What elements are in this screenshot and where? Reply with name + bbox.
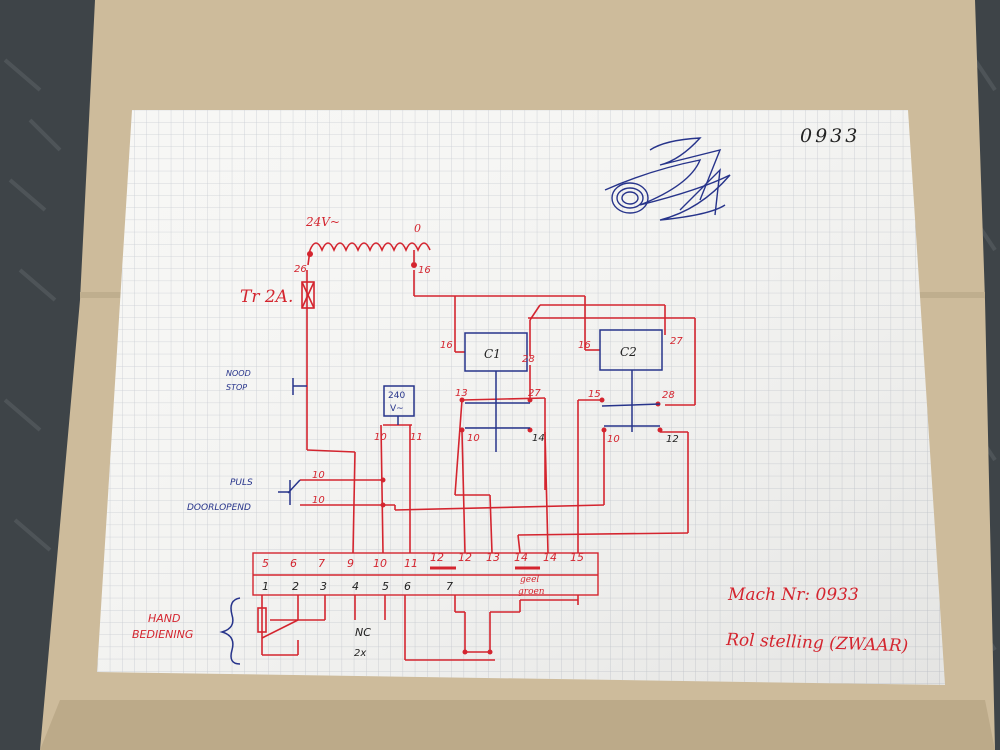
nc-count: 2x bbox=[354, 648, 366, 659]
c2-pin-d: 12 bbox=[666, 434, 679, 445]
wire-color-green: groen bbox=[518, 587, 545, 597]
ac-box bbox=[383, 385, 415, 417]
transformer-voltage: 24V~ bbox=[305, 215, 340, 229]
c1-pin-c: 10 bbox=[467, 433, 480, 444]
terminal-bottom-label: 3 bbox=[320, 580, 327, 593]
terminal-bottom-label: 7 bbox=[446, 580, 453, 593]
terminal-bottom-row: 1 2 3 4 5 6 7 bbox=[262, 580, 453, 593]
terminal-bottom-label: 6 bbox=[404, 580, 411, 593]
puls-label: PULS bbox=[230, 478, 253, 488]
ac-box-line2: V~ bbox=[390, 404, 404, 414]
cont-pin: 10 bbox=[312, 495, 325, 506]
signature bbox=[604, 137, 731, 221]
terminal-bottom-label: 1 bbox=[262, 580, 269, 593]
c2-pin-in: 16 bbox=[578, 340, 591, 351]
terminal-top-label: 10 bbox=[373, 557, 387, 570]
c2-pin-c: 10 bbox=[607, 434, 620, 445]
coil-zero: 0 bbox=[414, 222, 421, 235]
c1-pin-in: 16 bbox=[440, 340, 453, 351]
junction-dots bbox=[307, 251, 663, 655]
terminal-top-label: 5 bbox=[262, 557, 269, 570]
hand-label-line1: HAND bbox=[148, 612, 181, 625]
red-wiring bbox=[252, 242, 696, 661]
puls-pin: 10 bbox=[312, 470, 325, 481]
terminal-top-label: 11 bbox=[404, 557, 418, 570]
emergency-stop-line1: NOOD bbox=[226, 369, 251, 378]
terminal-top-label: 15 bbox=[570, 551, 584, 564]
blue-components bbox=[219, 329, 663, 665]
coil-pin-16: 16 bbox=[418, 265, 431, 276]
wire-color-yellow: geel bbox=[520, 575, 539, 585]
nc-label: NC bbox=[355, 626, 371, 639]
fuse-label: Tr 2A. bbox=[240, 287, 293, 307]
ac-pin-b: 11 bbox=[410, 432, 423, 443]
c2-pin-b: 28 bbox=[662, 390, 675, 401]
continuous-label: DOORLOPEND bbox=[187, 503, 251, 513]
terminal-top-label: 9 bbox=[347, 557, 354, 570]
c1-pin-out: 28 bbox=[522, 354, 535, 365]
c1-pin-b: 27 bbox=[528, 388, 541, 399]
c1-pin-a: 13 bbox=[455, 388, 468, 399]
emergency-stop-line2: STOP bbox=[226, 383, 247, 392]
c2-pin-a: 15 bbox=[588, 389, 601, 400]
relay-c1-label: C1 bbox=[484, 347, 501, 361]
terminal-top-label: 12 bbox=[430, 551, 444, 564]
relay-c2-label: C2 bbox=[620, 345, 637, 359]
coil-pin-26: 26 bbox=[294, 264, 307, 275]
relay-c2-box bbox=[599, 329, 663, 371]
terminal-top-label: 14 bbox=[514, 551, 528, 564]
c2-pin-out: 27 bbox=[670, 336, 683, 347]
terminal-bottom-label: 5 bbox=[382, 580, 389, 593]
c1-pin-d: 14 bbox=[532, 433, 545, 444]
machine-number: Mach Nr: 0933 bbox=[727, 585, 859, 605]
terminal-strip bbox=[252, 552, 599, 596]
terminal-top-label: 7 bbox=[318, 557, 325, 570]
hand-label-line2: BEDIENING bbox=[132, 628, 193, 641]
ref-number: 0933 bbox=[800, 125, 860, 147]
terminal-top-label: 14 bbox=[543, 551, 557, 564]
terminal-top-label: 13 bbox=[486, 551, 500, 564]
ac-box-line1: 240 bbox=[388, 391, 405, 401]
transformer-coil bbox=[309, 242, 431, 253]
terminal-bottom-label: 2 bbox=[292, 580, 299, 593]
fuse bbox=[301, 281, 315, 309]
terminal-bottom-label: 4 bbox=[352, 580, 359, 593]
terminal-top-label: 6 bbox=[290, 557, 297, 570]
folder-shadow bbox=[40, 700, 995, 750]
terminal-top-row: 5 6 7 9 10 11 12 12 13 14 14 15 bbox=[262, 551, 584, 570]
ac-pin-a: 10 bbox=[374, 432, 387, 443]
terminal-top-label: 12 bbox=[458, 551, 472, 564]
